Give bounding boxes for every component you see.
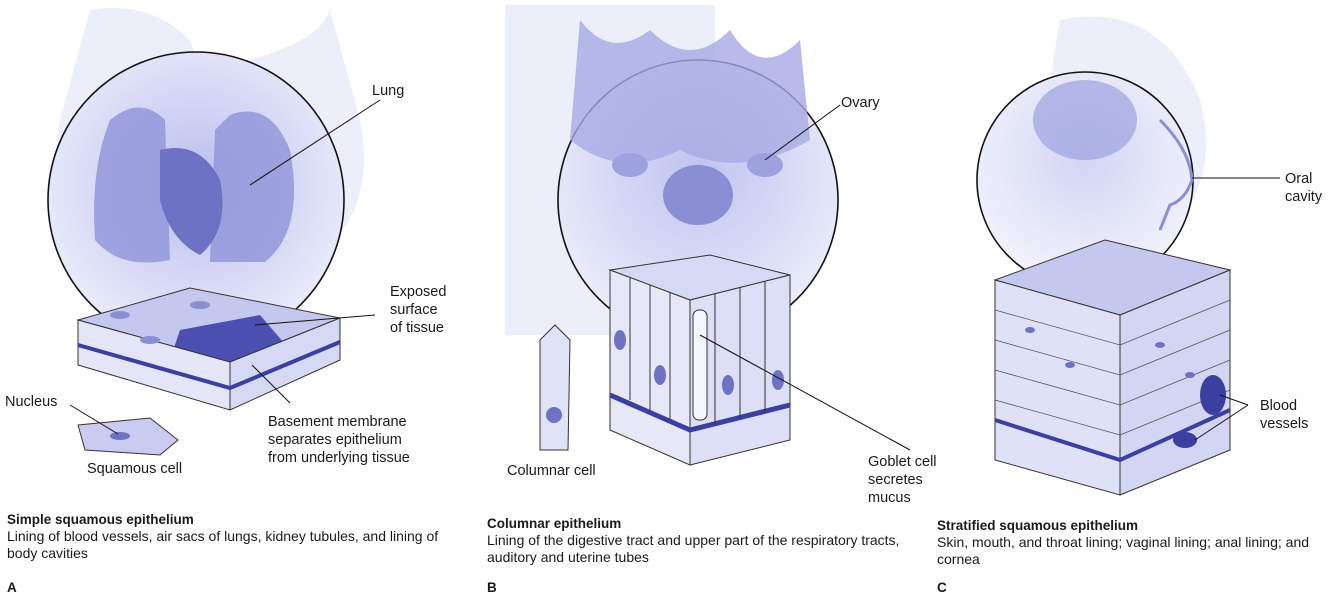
right-lung [210,112,294,262]
goblet-cell [693,310,707,420]
label-oral-cavity: Oral cavity [1285,170,1322,206]
label-basement-membrane: Basement membrane separates epithelium f… [268,413,410,467]
blood-vessel-1 [1200,375,1226,415]
caption-description: Lining of blood vessels, air sacs of lun… [7,528,472,562]
panel-letter: A [7,580,17,595]
caption-description: Skin, mouth, and throat lining; vaginal … [937,534,1329,568]
uterus [663,165,733,225]
caption-title: Stratified squamous epithelium [937,518,1138,533]
label-lung: Lung [372,82,404,100]
label-columnar-cell: Columnar cell [507,462,596,480]
panel-columnar: Ovary Columnar cell Goblet cell secretes… [480,0,950,600]
columnar-illustration [480,0,950,600]
label-squamous-cell: Squamous cell [87,460,182,478]
caption-title: Columnar epithelium [487,516,621,531]
columnar-cell-shape [540,325,570,450]
stratified-squamous-illustration [930,0,1333,600]
caption-description: Lining of the digestive tract and upper … [487,532,927,566]
blood-vessel-2 [1173,432,1197,448]
panel-letter: C [937,580,947,595]
label-exposed-surface: Exposed surface of tissue [390,283,446,337]
ovary [747,153,783,177]
panel-simple-squamous: Lung Exposed surface of tissue Nucleus B… [0,0,470,600]
panel-letter: B [487,580,497,595]
label-ovary: Ovary [841,94,880,112]
label-nucleus: Nucleus [5,393,57,411]
caption-title: Simple squamous epithelium [7,512,194,527]
panel-stratified-squamous: Oral cavity Blood vessels Stratified squ… [930,0,1333,600]
label-blood-vessels: Blood vessels [1260,397,1308,433]
brain [1033,80,1137,160]
